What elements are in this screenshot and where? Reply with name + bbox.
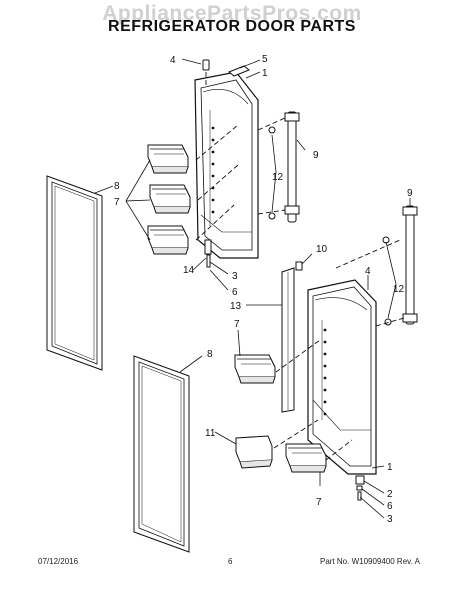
callout-8-top: 8 xyxy=(114,181,120,192)
assembly-lines xyxy=(195,72,405,461)
watermark-text: AppliancePartsPros.com xyxy=(102,2,362,25)
callout-2: 2 xyxy=(387,489,393,500)
callout-13: 13 xyxy=(230,301,242,312)
callout-7-bottom: 7 xyxy=(316,497,322,508)
callout-4-right: 4 xyxy=(365,266,371,277)
callout-11: 11 xyxy=(205,428,216,439)
left-door xyxy=(194,71,259,259)
left-door-bins xyxy=(147,144,191,255)
right-door xyxy=(307,279,377,475)
callout-1-top: 1 xyxy=(262,68,268,79)
left-gasket xyxy=(46,175,103,371)
right-door-holes xyxy=(323,328,327,416)
left-door-holes xyxy=(211,126,215,214)
callout-8-right: 8 xyxy=(207,349,213,360)
page-title: REFRIGERATOR DOOR PARTS xyxy=(108,18,356,35)
callout-14: 14 xyxy=(183,265,195,276)
footer-part-number: Part No. W10909400 Rev. A xyxy=(320,557,420,566)
footer-date: 07/12/2016 xyxy=(38,557,79,566)
callout-3-mid: 3 xyxy=(232,271,238,282)
leader-lines xyxy=(94,58,411,519)
callout-6-mid: 6 xyxy=(232,287,238,298)
callout-9-top: 9 xyxy=(313,150,319,161)
callout-1-bottom: 1 xyxy=(387,462,393,473)
callout-5: 5 xyxy=(262,54,268,65)
callout-7-top: 7 xyxy=(114,197,120,208)
right-gasket xyxy=(133,355,190,553)
right-handle xyxy=(382,205,418,326)
callout-12-right: 12 xyxy=(393,284,405,295)
footer-page-number: 6 xyxy=(228,557,233,566)
door-strip xyxy=(281,261,303,413)
callout-9-right: 9 xyxy=(407,188,413,199)
callout-12-top: 12 xyxy=(272,172,284,183)
callout-4-top: 4 xyxy=(170,55,176,66)
callout-3-bottom: 3 xyxy=(387,514,393,525)
small-bin xyxy=(235,435,273,469)
left-door-hinge xyxy=(204,239,212,268)
callout-6-bottom: 6 xyxy=(387,501,393,512)
left-handle xyxy=(268,111,300,223)
callout-7-right: 7 xyxy=(234,319,240,330)
bottom-hardware xyxy=(355,475,365,501)
callout-10: 10 xyxy=(316,244,328,255)
callout-labels: 4 5 1 9 12 8 7 14 3 6 10 13 4 9 12 7 8 1… xyxy=(114,54,413,525)
left-door-top-parts xyxy=(202,59,250,77)
